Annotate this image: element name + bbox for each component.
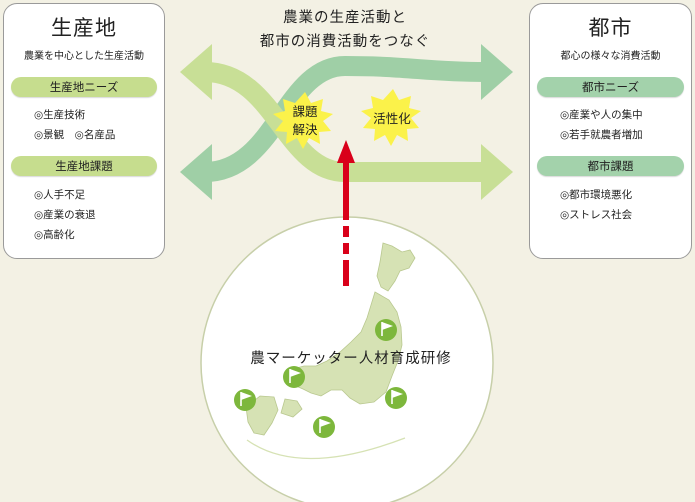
needs-label: 都市ニーズ [537,77,684,97]
list-item: ◎若手就農者増加 [560,129,643,141]
needs-list: ◎産業や人の集中 ◎若手就農者増加 [560,105,643,145]
needs-label: 生産地ニーズ [11,77,157,97]
list-item: ◎ストレス社会 [560,209,633,221]
flag-marker [375,319,397,341]
burst-label-activate: 活性化 [373,111,411,126]
burst-line: 課題 [292,104,318,119]
panel-title: 生産地 [51,16,117,40]
list-item: ◎産業の衰退 [34,209,96,221]
list-item: ◎生産技術 [34,109,86,121]
list-item: ◎景観 ◎名産品 [34,129,116,141]
japan-map [245,242,416,436]
list-item: ◎人手不足 [34,189,86,201]
headline-line1: 農業の生産活動と [283,10,407,26]
flag-marker [313,416,335,438]
flag-marker [234,389,256,411]
red-up-arrow [337,140,355,286]
green-double-arrow [180,44,513,200]
flag-marker [385,387,407,409]
issues-label: 生産地課題 [11,156,157,176]
issues-list: ◎都市環境悪化 ◎ストレス社会 [560,185,632,225]
burst-left [273,92,333,149]
burst-label-solve: 課題 解決 [284,103,326,139]
issues-label: 都市課題 [537,156,684,176]
production-area-panel: 生産地 農業を中心とした生産活動 生産地ニーズ ◎生産技術 ◎景観 ◎名産品 生… [3,3,165,259]
list-item: ◎産業や人の集中 [560,109,643,121]
list-item: ◎都市環境悪化 [560,189,633,201]
headline-line2: 都市の消費活動をつなぐ [259,34,431,50]
city-panel: 都市 都心の様々な消費活動 都市ニーズ ◎産業や人の集中 ◎若手就農者増加 都市… [529,3,692,259]
training-title: 農マーケッター人材育成研修 [250,351,452,367]
burst-right [361,89,421,146]
panel-subtitle: 農業を中心とした生産活動 [24,51,144,62]
panel-subtitle: 都心の様々な消費活動 [560,51,661,62]
list-item: ◎高齢化 [34,229,75,241]
island-chain [246,437,406,460]
flag-marker [283,366,305,388]
needs-list: ◎生産技術 ◎景観 ◎名産品 [34,105,115,145]
teal-double-arrow [180,44,513,200]
burst-line: 解決 [292,122,318,137]
issues-list: ◎人手不足 ◎産業の衰退 ◎高齢化 [34,185,96,245]
panel-title: 都市 [588,16,633,40]
